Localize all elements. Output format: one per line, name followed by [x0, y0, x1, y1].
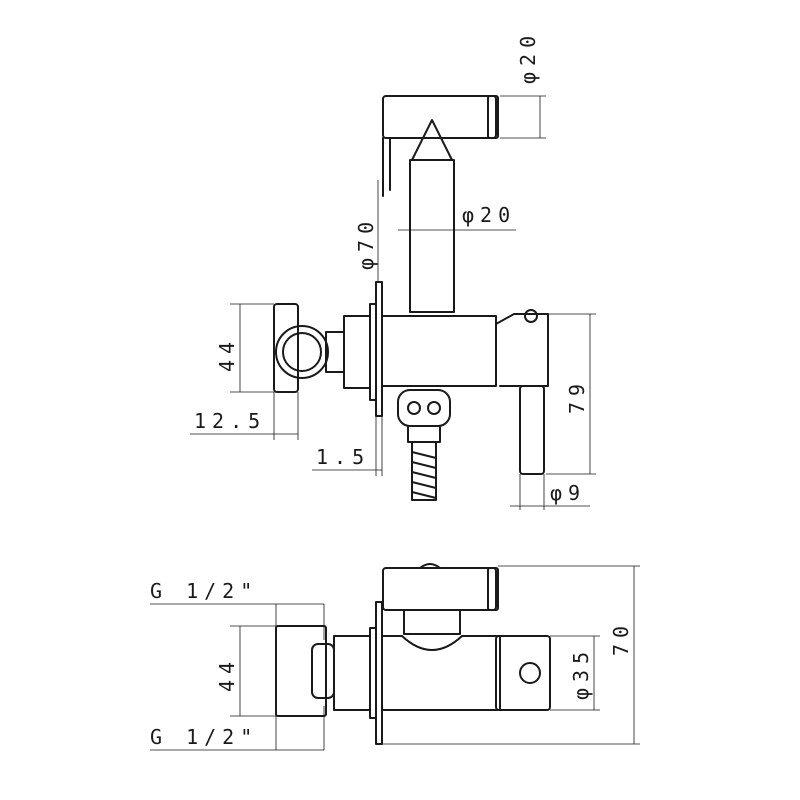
side-dimensions: G 1/2" 44 G 1/2" 70 φ35 — [150, 565, 640, 751]
side-valve-body — [381, 635, 551, 711]
holder-ring — [273, 303, 345, 393]
dim-side-holder-height: 44 — [215, 656, 239, 692]
dim-valve-height: 79 — [565, 378, 589, 414]
front-view: φ20 φ20 φ70 44 12.5 1.5 79 φ9 — [190, 30, 596, 510]
dim-holder-offset: 12.5 — [194, 409, 266, 433]
dim-flange-thickness: 1.5 — [316, 445, 370, 469]
spray-head — [382, 95, 499, 313]
side-holder — [275, 625, 335, 717]
dim-spray-head-diameter: φ20 — [516, 30, 540, 84]
side-view: G 1/2" 44 G 1/2" 70 φ35 — [150, 563, 640, 751]
dim-thread-top: G 1/2" — [150, 579, 258, 603]
dim-thread-bottom: G 1/2" — [150, 725, 258, 749]
dim-hose-diameter: φ20 — [462, 203, 516, 227]
dim-valve-diameter: φ35 — [569, 646, 593, 700]
dim-total-height: 70 — [609, 620, 633, 656]
dim-holder-height: 44 — [215, 336, 239, 372]
flexible-hose — [411, 441, 437, 501]
dim-flange-diameter: φ70 — [354, 216, 378, 270]
side-spray-head — [382, 563, 499, 635]
wall-flange — [343, 281, 383, 417]
valve-body — [381, 309, 549, 475]
side-flange — [333, 601, 383, 745]
dim-lever-diameter: φ9 — [550, 481, 586, 505]
front-dimensions: φ20 φ20 φ70 44 12.5 1.5 79 φ9 — [190, 30, 596, 510]
hose-connector — [397, 389, 451, 443]
